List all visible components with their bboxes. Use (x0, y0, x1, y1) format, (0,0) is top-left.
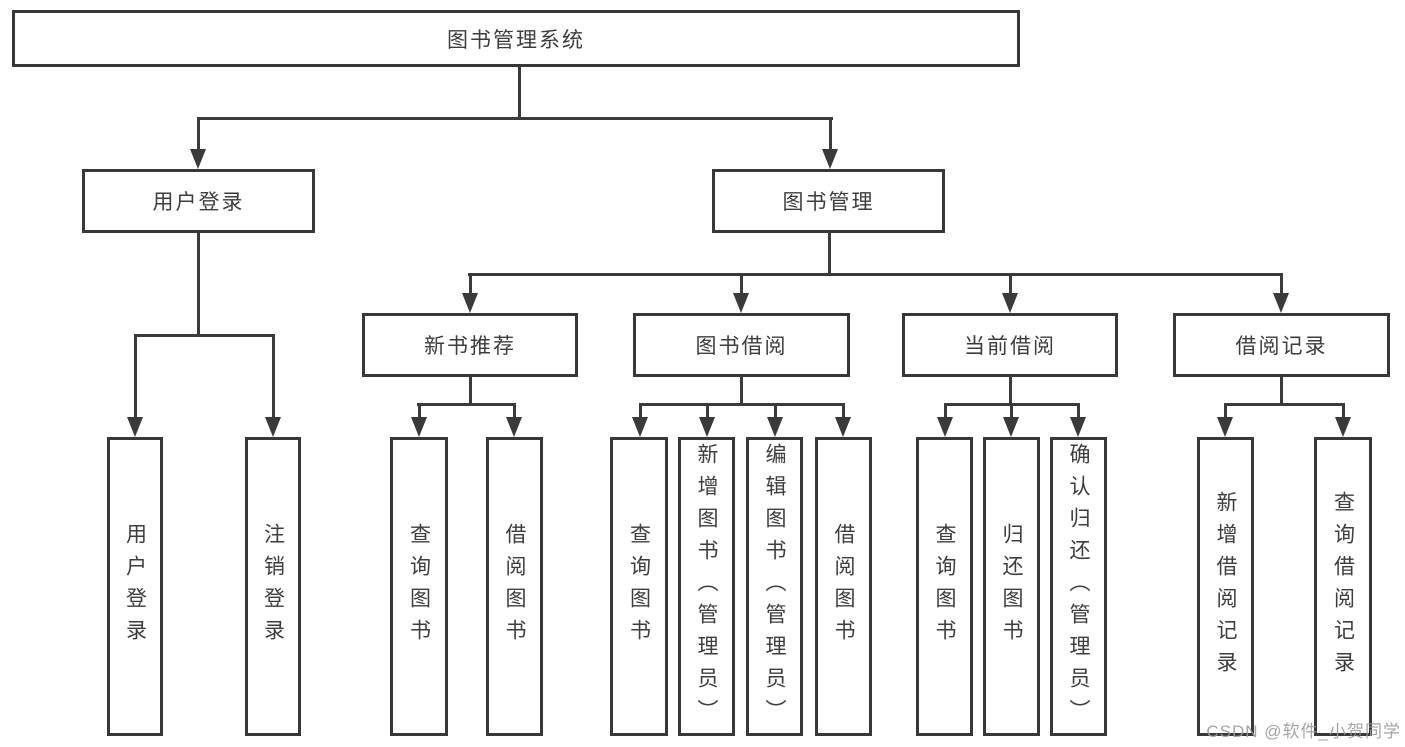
arrowhead-down-icon (937, 417, 953, 437)
node-label-new-book-recommend: 新书推荐 (424, 335, 516, 358)
node-add-borrow-record: 新增借阅记录 (1197, 437, 1254, 736)
node-label-user-login-leaf: 用户登录 (123, 522, 147, 651)
connector-line (468, 273, 1283, 276)
node-borrow-books-2: 借阅图书 (815, 437, 872, 736)
node-label-confirm-return-admin: 确认归还（管理员） (1067, 442, 1090, 731)
arrow-stem (134, 334, 137, 421)
arrow-stem (944, 403, 947, 421)
arrowhead-down-icon (632, 417, 648, 437)
node-current-borrowing: 当前借阅 (902, 313, 1118, 377)
arrow-stem (272, 334, 275, 421)
arrow-stem (774, 403, 777, 421)
node-borrowing-records: 借阅记录 (1173, 313, 1390, 377)
node-label-query-books-1: 查询图书 (407, 522, 431, 651)
node-label-edit-books-admin: 编辑图书（管理员） (763, 442, 786, 731)
arrow-stem (469, 273, 472, 297)
connector-line (1224, 403, 1345, 406)
node-confirm-return-admin: 确认归还（管理员） (1050, 437, 1107, 736)
arrow-stem (1342, 403, 1345, 421)
arrow-stem (513, 403, 516, 421)
node-query-borrow-record: 查询借阅记录 (1314, 437, 1372, 736)
arrow-stem (418, 403, 421, 421)
connector-line (518, 67, 521, 119)
arrowhead-down-icon (1003, 417, 1019, 437)
connector-line (417, 403, 516, 406)
node-label-add-books-admin: 新增图书（管理员） (695, 442, 718, 731)
connector-line (197, 117, 833, 120)
node-logout-leaf: 注销登录 (245, 437, 301, 736)
node-book-borrowing: 图书借阅 (633, 313, 850, 377)
arrowhead-down-icon (1217, 417, 1233, 437)
arrowhead-down-icon (411, 417, 427, 437)
arrowhead-down-icon (822, 149, 838, 169)
connector-line (197, 233, 200, 336)
arrowhead-down-icon (767, 417, 783, 437)
connector-line (134, 334, 275, 337)
node-user-login-leaf: 用户登录 (107, 437, 163, 736)
node-label-return-books: 归还图书 (1000, 522, 1023, 651)
arrow-stem (1009, 273, 1012, 297)
node-label-query-books-2: 查询图书 (627, 522, 651, 651)
arrow-stem (1280, 273, 1283, 297)
node-root: 图书管理系统 (12, 10, 1020, 67)
arrowhead-down-icon (733, 293, 749, 313)
connector-line (1280, 377, 1283, 405)
arrow-stem (197, 117, 200, 153)
arrow-stem (829, 117, 832, 153)
node-add-books-admin: 新增图书（管理员） (678, 437, 735, 736)
arrowhead-down-icon (835, 417, 851, 437)
node-query-books-2: 查询图书 (610, 437, 668, 736)
arrow-stem (706, 403, 709, 421)
connector-line (740, 377, 743, 405)
node-label-root: 图书管理系统 (447, 28, 585, 52)
node-edit-books-admin: 编辑图书（管理员） (746, 437, 803, 736)
node-user-login: 用户登录 (82, 169, 315, 233)
arrowhead-down-icon (127, 417, 143, 437)
node-book-management: 图书管理 (712, 169, 945, 233)
arrowhead-down-icon (1335, 417, 1351, 437)
node-query-books-1: 查询图书 (390, 437, 448, 736)
node-label-book-management: 图书管理 (782, 191, 875, 214)
node-new-book-recommend: 新书推荐 (362, 313, 578, 377)
arrowhead-down-icon (190, 149, 206, 169)
arrowhead-down-icon (462, 293, 478, 313)
arrowhead-down-icon (1273, 293, 1289, 313)
arrow-stem (1224, 403, 1227, 421)
csdn-watermark: CSDN @软件_小贺同学 (1206, 722, 1401, 741)
arrowhead-down-icon (1070, 417, 1086, 437)
connector-line (828, 233, 831, 275)
node-label-borrow-books-1: 借阅图书 (503, 522, 526, 651)
node-label-user-login: 用户登录 (152, 191, 245, 214)
arrowhead-down-icon (265, 417, 281, 437)
arrow-stem (1077, 403, 1080, 421)
node-query-books-3: 查询图书 (916, 437, 973, 736)
arrow-stem (842, 403, 845, 421)
node-label-current-borrowing: 当前借阅 (964, 335, 1056, 358)
node-return-books: 归还图书 (983, 437, 1040, 736)
node-label-book-borrowing: 图书借阅 (695, 335, 788, 358)
arrowhead-down-icon (1002, 293, 1018, 313)
node-label-borrowing-records: 借阅记录 (1235, 335, 1328, 358)
node-label-logout-leaf: 注销登录 (261, 522, 285, 651)
connector-line (639, 403, 845, 406)
node-label-query-books-3: 查询图书 (933, 522, 956, 651)
arrowhead-down-icon (506, 417, 522, 437)
arrowhead-down-icon (699, 417, 715, 437)
node-label-add-borrow-record: 新增借阅记录 (1214, 490, 1237, 683)
arrow-stem (639, 403, 642, 421)
connector-line (469, 377, 472, 405)
node-label-borrow-books-2: 借阅图书 (832, 522, 855, 651)
node-borrow-books-1: 借阅图书 (486, 437, 543, 736)
node-label-query-borrow-record: 查询借阅记录 (1331, 490, 1355, 683)
arrow-stem (1010, 403, 1013, 421)
connector-line (1009, 377, 1012, 405)
arrow-stem (740, 273, 743, 297)
